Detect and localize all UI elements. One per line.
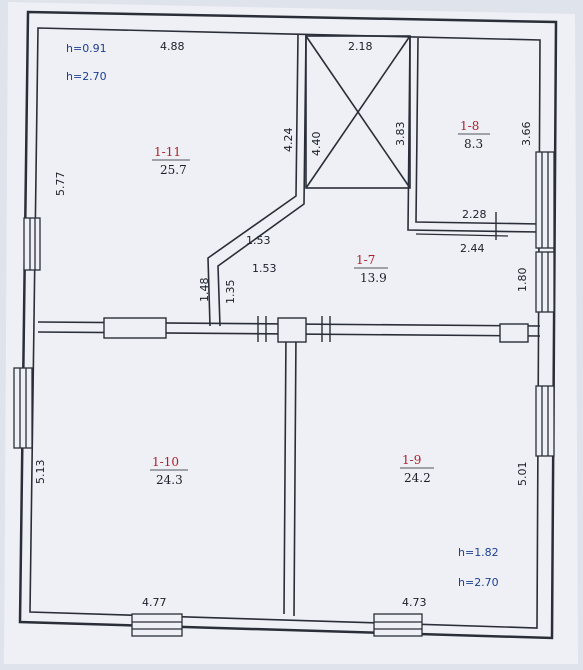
height-note-bottom-2: h=2.70 — [458, 576, 499, 589]
room-number: 1-11 — [154, 145, 181, 159]
room-number: 1-8 — [460, 119, 479, 133]
height-note-top-2: h=2.70 — [66, 70, 107, 83]
room-1-8: 1-8 8.3 — [458, 119, 490, 151]
dimension-label: 4.24 — [282, 128, 295, 153]
dimension-label: 4.88 — [160, 40, 185, 53]
room-number: 1-9 — [402, 453, 421, 467]
dimension-label: 1.35 — [224, 280, 237, 305]
dimension-label: 5.13 — [34, 460, 47, 485]
room-area: 24.3 — [156, 473, 183, 487]
room-1-9: 1-9 24.2 — [400, 453, 434, 485]
dimension-label: 2.18 — [348, 40, 373, 53]
dimension-label: 1.80 — [516, 268, 529, 293]
room-1-11: 1-11 25.7 — [152, 145, 190, 177]
dimension-label: 3.83 — [394, 122, 407, 147]
dimension-label: 5.01 — [516, 462, 529, 487]
room-1-10: 1-10 24.3 — [150, 455, 188, 487]
short-wall — [415, 233, 509, 237]
room-number: 1-10 — [152, 455, 179, 469]
room-area: 8.3 — [464, 137, 483, 151]
dimension-label: 1.48 — [198, 278, 211, 303]
doors — [103, 212, 529, 343]
dimension-label: 4.40 — [310, 132, 323, 157]
room-area: 13.9 — [360, 271, 387, 285]
height-note-bottom-1: h=1.82 — [458, 546, 499, 559]
dimension-label: 5.77 — [54, 172, 67, 197]
dimension-label: 1.53 — [252, 262, 277, 275]
dimension-label: 2.44 — [460, 242, 485, 255]
windows — [13, 151, 555, 637]
dimension-label: 4.73 — [402, 596, 427, 609]
dimension-label: 2.28 — [462, 208, 487, 221]
room-1-7: 1-7 13.9 — [354, 253, 388, 285]
height-note-top-1: h=0.91 — [66, 42, 107, 55]
room-number: 1-7 — [356, 253, 375, 267]
dimension-label: 1.53 — [246, 234, 271, 247]
room-area: 24.2 — [404, 471, 431, 485]
dimension-label: 3.66 — [520, 122, 533, 147]
dimension-label: 4.77 — [142, 596, 167, 609]
room-area: 25.7 — [160, 163, 187, 177]
